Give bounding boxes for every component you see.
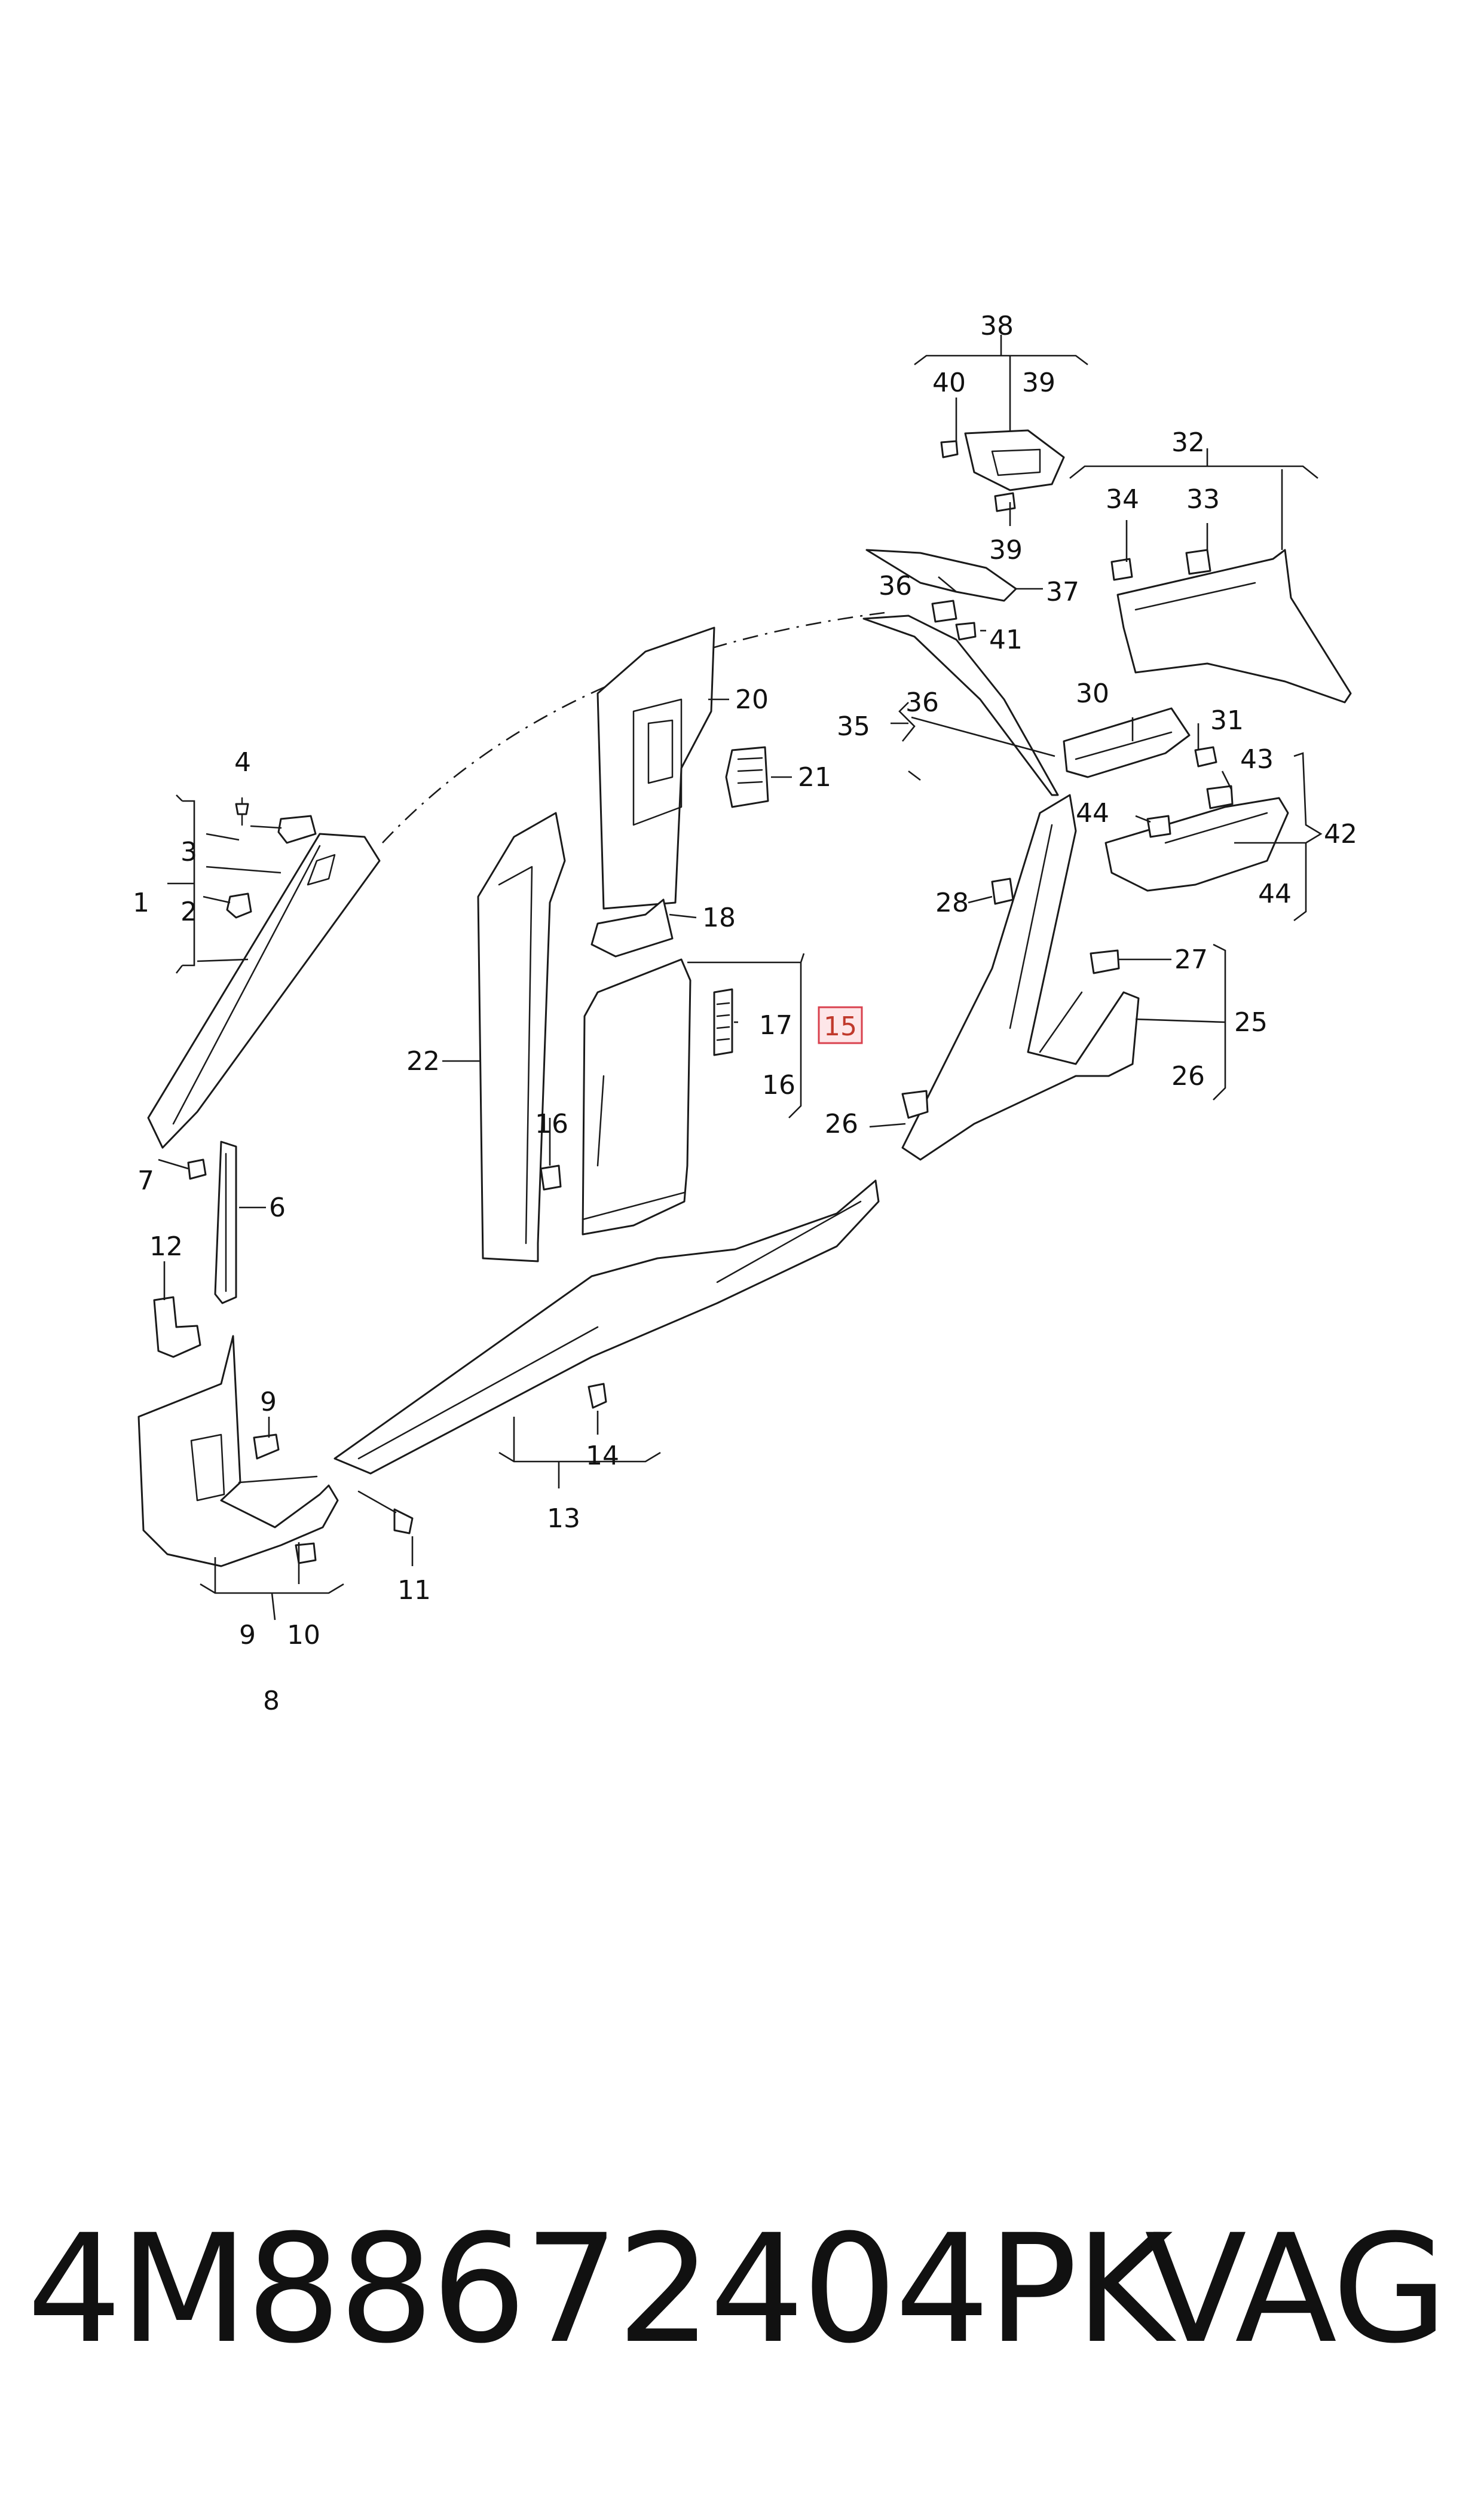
part-clip-33 xyxy=(1185,549,1211,575)
part-clip-7 xyxy=(187,1158,207,1180)
callout-32: 32 xyxy=(1171,427,1205,458)
part-clip-2 xyxy=(226,892,252,919)
callout-41: 41 xyxy=(989,625,1023,655)
part-clip-26 xyxy=(901,1090,929,1119)
callout-26-clip: 26 xyxy=(825,1109,858,1139)
callout-27: 27 xyxy=(1174,944,1208,975)
part-clip-14 xyxy=(588,1383,607,1409)
callout-21: 21 xyxy=(798,762,831,793)
part-clip-40 xyxy=(940,440,959,458)
callout-40: 40 xyxy=(932,368,966,398)
part-clip-43 xyxy=(1206,785,1234,809)
callout-15[interactable]: 15 xyxy=(824,1011,857,1042)
callout-12: 12 xyxy=(149,1231,183,1262)
callout-15-highlight xyxy=(818,1006,863,1044)
callout-9-upper: 9 xyxy=(260,1387,277,1417)
part-grille-17 xyxy=(713,988,733,1056)
callout-43: 43 xyxy=(1240,744,1274,775)
callout-3: 3 xyxy=(180,837,197,867)
callout-28: 28 xyxy=(935,888,969,918)
callout-4: 4 xyxy=(234,747,251,778)
callout-2: 2 xyxy=(180,897,197,927)
part-bracket-37 xyxy=(865,549,1017,602)
part-bracket-3 xyxy=(250,815,317,844)
part-clip-9 xyxy=(253,1433,280,1460)
callout-17: 17 xyxy=(759,1010,793,1041)
part-quarter-trim-32 xyxy=(1116,549,1352,704)
callout-39: 39 xyxy=(989,535,1023,565)
callout-22: 22 xyxy=(406,1046,440,1077)
part-screw-41 xyxy=(955,622,977,641)
callout-25: 25 xyxy=(1234,1007,1268,1038)
callout-9-lower: 9 xyxy=(239,1620,256,1650)
callout-7: 7 xyxy=(137,1166,154,1196)
callout-36-clip: 36 xyxy=(879,571,912,601)
callout-38: 38 xyxy=(980,311,1014,341)
part-clip-16b xyxy=(540,1164,562,1191)
callout-30: 30 xyxy=(1076,678,1109,709)
part-clip-44 xyxy=(1146,815,1171,838)
callout-20: 20 xyxy=(735,684,769,715)
part-bracket-30 xyxy=(1063,707,1191,778)
brand-label: VAG xyxy=(1145,2202,1448,2376)
part-screw-4 xyxy=(235,797,249,826)
part-screw-31 xyxy=(1194,746,1217,768)
part-screw-39 xyxy=(994,492,1016,512)
part-clip-10 xyxy=(295,1542,317,1564)
part-bracket-38 xyxy=(964,429,1065,491)
callout-leaders xyxy=(158,335,1323,1621)
callout-10: 10 xyxy=(287,1620,320,1650)
part-lower-trim-8 xyxy=(137,1335,339,1567)
callout-14: 14 xyxy=(586,1441,619,1471)
part-a-pillar-trim xyxy=(147,833,381,1149)
part-clip-27 xyxy=(1090,949,1120,974)
callout-31: 31 xyxy=(1210,705,1244,736)
part-roof-strip-35 xyxy=(862,615,1059,796)
callout-11: 11 xyxy=(397,1575,431,1606)
callout-labels: 1 2 3 4 6 7 8 9 9 10 11 12 13 14 15 16 1… xyxy=(133,311,1357,1716)
callout-36: 36 xyxy=(905,687,939,718)
callout-18: 18 xyxy=(702,903,736,933)
callout-1: 1 xyxy=(133,888,149,918)
callout-33: 33 xyxy=(1186,484,1220,515)
part-bracket-12 xyxy=(153,1296,201,1358)
callout-13: 13 xyxy=(547,1503,580,1534)
roof-outline-dashed xyxy=(382,612,885,843)
callout-44-lower: 44 xyxy=(1258,879,1292,909)
part-side-panel-42 xyxy=(1104,797,1289,892)
callout-34: 34 xyxy=(1106,484,1139,515)
callout-35: 35 xyxy=(837,711,870,742)
callout-16-clip: 16 xyxy=(535,1109,568,1139)
part-b-pillar-upper-20 xyxy=(596,626,715,910)
part-b-pillar-lower-16 xyxy=(582,958,691,1236)
part-clip-28 xyxy=(991,878,1014,905)
part-bracket-18 xyxy=(590,898,674,958)
part-clip-36 xyxy=(931,600,957,623)
part-screw-11 xyxy=(357,1490,414,1534)
callout-39-upper: 39 xyxy=(1022,368,1055,398)
callout-6: 6 xyxy=(269,1193,286,1223)
part-clip-34 xyxy=(1110,558,1133,581)
part-c-pillar-lower-25 xyxy=(901,794,1140,1161)
callout-37: 37 xyxy=(1046,577,1079,607)
part-sill-trim-13 xyxy=(333,1179,880,1475)
part-trim-22 xyxy=(477,812,566,1262)
callout-42: 42 xyxy=(1324,819,1357,849)
parts-diagram: 1 2 3 4 6 7 8 9 9 10 11 12 13 14 15 16 1… xyxy=(133,311,1357,1716)
part-vent-21 xyxy=(725,746,769,808)
callout-16: 16 xyxy=(762,1070,795,1100)
part-strip-6 xyxy=(214,1141,237,1304)
part-number-label: 4M88672404PK xyxy=(27,2202,1173,2376)
callout-44: 44 xyxy=(1076,798,1109,829)
callout-8: 8 xyxy=(263,1686,280,1716)
callout-26: 26 xyxy=(1171,1061,1205,1092)
